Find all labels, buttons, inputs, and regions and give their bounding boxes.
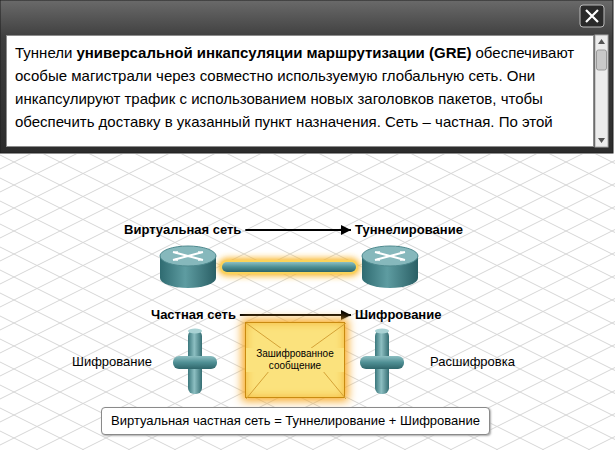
node-text: Шифрование	[355, 307, 441, 323]
grid-line	[0, 154, 544, 450]
formula-box: Виртуальная частная сеть = Туннелировани…	[101, 407, 490, 435]
arrow-connector	[245, 229, 351, 231]
decrypt-label: Расшифровка	[430, 354, 515, 370]
grid-line	[404, 154, 615, 450]
term-label: Частная сеть	[151, 307, 236, 323]
grid-line	[542, 154, 615, 450]
grid-line	[542, 154, 615, 450]
arrow-connector	[240, 314, 351, 316]
grid-line	[450, 154, 615, 450]
description-panel: Туннелиуниверсальной инкапсуляции маршру…	[6, 35, 594, 147]
grid-line	[404, 154, 615, 450]
grid-line	[220, 154, 615, 450]
term-label: Туннелирование	[355, 222, 463, 238]
term-label: Шифрование	[355, 307, 441, 323]
router-icon	[362, 246, 418, 288]
grid-line	[82, 154, 615, 450]
grid-line	[128, 154, 615, 450]
grid-line	[128, 154, 615, 450]
grid-line	[312, 154, 615, 450]
grid-line	[36, 154, 615, 450]
grid-line	[0, 154, 176, 450]
grid-line	[266, 154, 615, 450]
grid-line	[0, 154, 452, 450]
scroll-arrows	[598, 39, 605, 143]
node-text: Туннелирование	[355, 222, 463, 238]
node-text: Виртуальная частная сеть = Туннелировани…	[111, 413, 480, 429]
node-text: универсальной инкапсуляции маршрутизации…	[76, 44, 471, 61]
grid-line	[358, 154, 615, 450]
grid-line	[174, 154, 615, 450]
grid-line	[174, 154, 615, 450]
window-frame	[0, 0, 613, 153]
flap-line	[246, 323, 346, 399]
grid	[0, 154, 615, 450]
grid-line	[312, 154, 615, 450]
grid-line	[588, 154, 615, 450]
node-text: Частная сеть	[151, 307, 236, 323]
encrypt-pipe	[173, 329, 217, 395]
close-icon	[586, 10, 598, 22]
grid-line	[82, 154, 615, 450]
tunnel-tube	[222, 262, 356, 272]
grid-line	[0, 154, 544, 450]
grid-line	[0, 154, 360, 450]
node-text: Туннели	[15, 44, 72, 61]
grid-line	[266, 154, 615, 450]
grid-line	[358, 154, 615, 450]
encrypt-label: Шифрование	[72, 354, 152, 370]
grid-line	[36, 154, 615, 450]
grid-line	[0, 154, 452, 450]
tunnel-glow	[218, 258, 360, 276]
close-button	[580, 5, 604, 27]
grid-line	[220, 154, 615, 450]
node-text: Виртуальная сеть	[124, 222, 241, 238]
grid-line	[450, 154, 615, 450]
tunnel-halo	[220, 260, 358, 274]
scrollbar	[595, 35, 608, 147]
grid-line	[496, 154, 615, 450]
encrypted-message: Зашифрованное сообщение	[245, 322, 345, 398]
grid-line	[588, 154, 615, 450]
grid-line	[496, 154, 615, 450]
grid-line	[0, 154, 176, 450]
node-text: Зашифрованное сообщение	[246, 348, 344, 372]
router-icon	[160, 246, 216, 288]
decrypt-pipe	[360, 329, 404, 395]
grid-line	[0, 154, 360, 450]
scroll-thumb	[597, 50, 607, 70]
term-label: Виртуальная сеть	[124, 222, 241, 238]
